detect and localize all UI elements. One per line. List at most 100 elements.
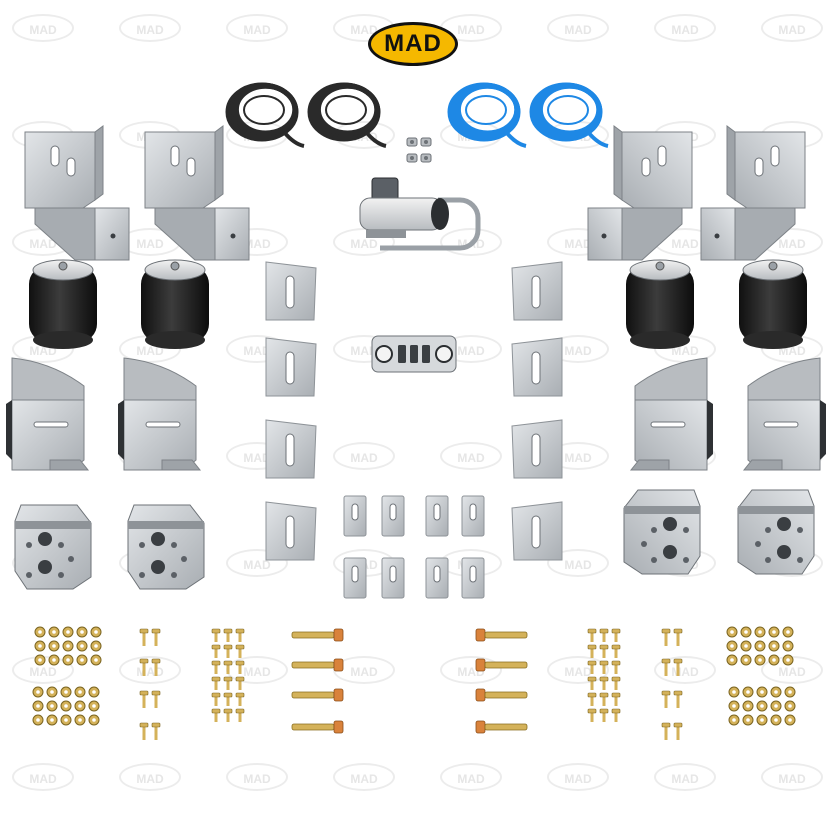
washer-nut: [90, 626, 102, 638]
watermark-logo: MAD: [440, 763, 502, 791]
bolt: [587, 660, 597, 674]
washer-nut: [754, 640, 766, 652]
spacer-plate: [265, 261, 317, 321]
watermark-logo: MAD: [761, 763, 823, 791]
bolt: [587, 708, 597, 722]
washer-nut: [32, 714, 44, 726]
watermark-logo: MAD: [333, 442, 395, 470]
bolt: [661, 658, 671, 676]
small-shim-plate: [461, 495, 485, 537]
watermark-logo: MAD: [119, 763, 181, 791]
washer-nut: [742, 686, 754, 698]
washer-nut: [756, 714, 768, 726]
washer-nut: [728, 700, 740, 712]
bolt: [235, 708, 245, 722]
bolt: [151, 722, 161, 740]
bolt: [673, 722, 683, 740]
upper-frame-bracket: [587, 125, 693, 261]
washer-nut: [88, 700, 100, 712]
small-shim-plate: [425, 495, 449, 537]
bolt: [587, 628, 597, 642]
washer-nut: [726, 654, 738, 666]
bolt: [587, 692, 597, 706]
washer-nut: [740, 626, 752, 638]
washer-nut: [728, 686, 740, 698]
watermark-logo: MAD: [333, 228, 395, 256]
bolt: [599, 676, 609, 690]
bolt: [211, 676, 221, 690]
small-shim-plate: [381, 557, 405, 599]
washer-nut: [76, 654, 88, 666]
washer-nut: [74, 714, 86, 726]
bolt: [611, 708, 621, 722]
bolt: [599, 644, 609, 658]
washer-nut: [782, 654, 794, 666]
washer-nut: [754, 626, 766, 638]
bolt: [211, 708, 221, 722]
washer-nut: [784, 714, 796, 726]
air-hose-black-coil: [225, 82, 305, 148]
bolt: [223, 708, 233, 722]
washer-nut: [770, 700, 782, 712]
watermark-logo: MAD: [761, 14, 823, 42]
watermark-logo: MAD: [547, 549, 609, 577]
spacer-plate: [511, 501, 563, 561]
bolt: [151, 628, 161, 646]
washer-nut: [76, 640, 88, 652]
bolt: [599, 708, 609, 722]
washer-nut: [726, 640, 738, 652]
bolt: [673, 658, 683, 676]
upper-frame-bracket: [144, 125, 250, 261]
watermark-logo: MAD: [226, 14, 288, 42]
washer-nut: [60, 686, 72, 698]
washer-nut: [34, 640, 46, 652]
washer-nut: [782, 640, 794, 652]
washer-nut: [90, 654, 102, 666]
washer-nut: [782, 626, 794, 638]
washer-nut: [770, 714, 782, 726]
watermark-logo: MAD: [547, 656, 609, 684]
spacer-plate: [265, 337, 317, 397]
bolt: [211, 644, 221, 658]
washer-nut: [46, 700, 58, 712]
bolt: [223, 692, 233, 706]
washer-nut: [740, 654, 752, 666]
upper-frame-bracket: [700, 125, 806, 261]
washer-nut: [76, 626, 88, 638]
mad-logo-text: MAD: [384, 30, 442, 57]
mad-logo: MAD: [368, 22, 458, 66]
washer-nut: [88, 686, 100, 698]
hex-bolt: [475, 628, 528, 642]
bolt: [611, 644, 621, 658]
washer-nut: [32, 700, 44, 712]
watermark-logo: MAD: [547, 14, 609, 42]
air-hose-black-coil: [307, 82, 387, 148]
washer-nut: [46, 714, 58, 726]
washer-nut: [48, 640, 60, 652]
bolt: [599, 628, 609, 642]
washer-nut: [32, 686, 44, 698]
gauge-panel: [371, 335, 457, 373]
bolt: [223, 660, 233, 674]
washer-nut: [60, 714, 72, 726]
bolt: [599, 660, 609, 674]
axle-mount-plate: [737, 489, 815, 575]
axle-mount-plate: [127, 504, 205, 590]
bolt: [139, 628, 149, 646]
bolt: [673, 690, 683, 708]
washer-nut: [740, 640, 752, 652]
bolt: [611, 676, 621, 690]
bolt: [235, 692, 245, 706]
washer-nut: [756, 686, 768, 698]
air-hose-blue-coil: [447, 82, 527, 148]
washer-nut: [88, 714, 100, 726]
washer-nut: [62, 640, 74, 652]
bolt: [139, 722, 149, 740]
washer-nut: [768, 654, 780, 666]
washer-nut: [48, 626, 60, 638]
washer-nut: [74, 700, 86, 712]
hex-bolt: [291, 720, 344, 734]
washer-nut: [728, 714, 740, 726]
small-shim-plate: [343, 557, 367, 599]
